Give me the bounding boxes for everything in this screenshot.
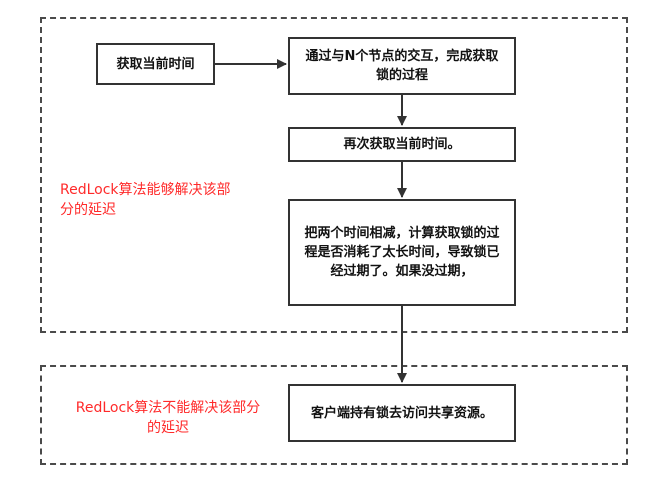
bottom-region-dashed-border [40,365,628,465]
top-region-dashed-border [40,17,628,333]
step-get-time-again: 再次获取当前时间。 [288,127,516,162]
step-acquire-lock: 通过与N个节点的交互，完成获取锁的过程 [288,37,516,95]
note-redlock-can-solve: RedLock算法能够解决该部分的延迟 [60,182,231,218]
step-acquire-lock-label: 通过与N个节点的交互，完成获取锁的过程 [305,49,499,83]
step-get-time-again-label: 再次获取当前时间。 [343,137,461,152]
step-client-access-label: 客户端持有锁去访问共享资源。 [310,405,493,421]
step-get-current-time-label: 获取当前时间 [116,56,195,72]
step-get-current-time: 获取当前时间 [96,43,215,85]
note-redlock-cannot-solve: RedLock算法不能解决该部分的延迟 [75,400,261,436]
step-compare-time-label: 把两个时间相减，计算获取锁的过程是否消耗了太长时间，导致锁已经过期了。如果没过期… [304,226,500,279]
step-compare-time: 把两个时间相减，计算获取锁的过程是否消耗了太长时间，导致锁已经过期了。如果没过期… [288,199,516,306]
step-client-access-resource: 客户端持有锁去访问共享资源。 [288,384,516,442]
